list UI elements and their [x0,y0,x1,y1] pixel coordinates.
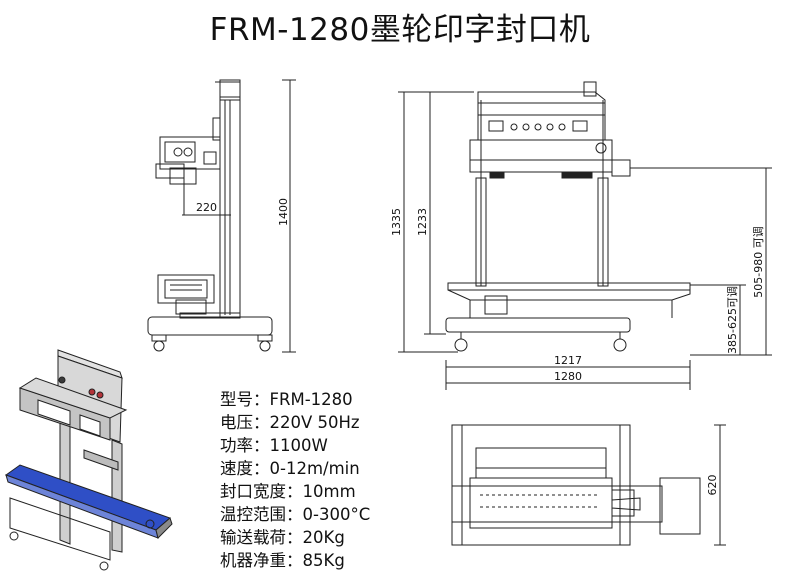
spec-list: 型号：FRM-1280 电压：220V 50Hz 功率：1100W 速度：0-1… [220,388,370,572]
dim-front-total-width: 1280 [554,370,582,383]
spec-temp-range: 温控范围：0-300°C [220,505,371,524]
dim-range-lower: 385-625可调 [726,286,739,354]
dim-side-height: 1400 [277,198,290,226]
dim-top-depth: 620 [706,475,719,496]
spec-voltage: 电压：220V 50Hz [220,413,360,432]
spec-speed: 速度：0-12m/min [220,459,360,478]
dim-front-table-height: 1233 [416,208,429,236]
dim-side-arm: 220 [196,201,217,214]
spec-model: 型号：FRM-1280 [220,390,353,409]
front-view [398,81,772,390]
dim-range-upper: 505-980 可调 [752,226,765,297]
isometric-view [4,349,173,571]
side-view [147,79,296,353]
page-title: FRM-1280墨轮印字封口机 [209,12,591,48]
spec-seal-width: 封口宽度：10mm [220,482,356,501]
dim-front-total-height: 1335 [390,208,403,236]
spec-power: 功率：1100W [220,436,328,455]
spec-weight: 机器净重：85Kg [220,551,345,570]
dim-front-inner-width: 1217 [554,354,582,367]
spec-load: 输送载荷：20Kg [220,528,345,547]
top-view [451,424,726,546]
